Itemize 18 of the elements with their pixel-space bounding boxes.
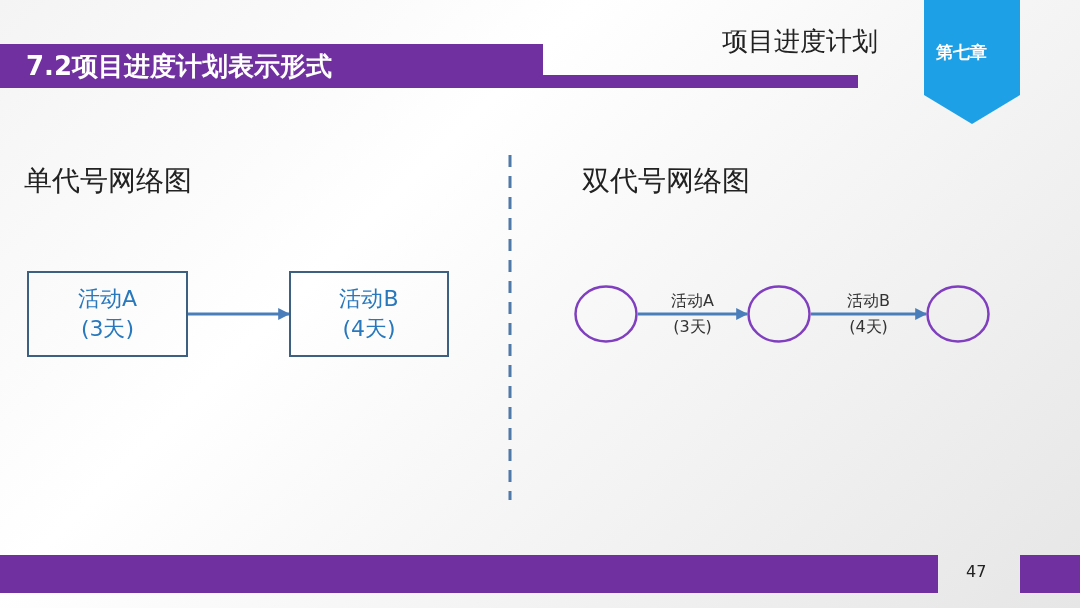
arrow (638, 308, 749, 320)
arrow (811, 308, 928, 320)
event-circle (747, 285, 811, 343)
edge-label: 活动A (3天) (670, 290, 715, 338)
activity-box (289, 271, 449, 357)
chapter-label: 第七章 (936, 42, 987, 63)
event-circle (574, 285, 638, 343)
activity-text: 活动A (3天) (76, 285, 139, 343)
activity-text: 活动B (4天) (338, 285, 400, 343)
section-heading: 单代号网络图 (24, 164, 192, 198)
page-number: 47 (966, 562, 987, 582)
arrow (188, 308, 291, 320)
header-text: 项目进度计划 (722, 26, 878, 58)
section-heading: 双代号网络图 (582, 164, 750, 198)
slide-title: 7.2项目进度计划表示形式 (26, 50, 333, 83)
event-circle (926, 285, 990, 343)
edge-label: 活动B (4天) (846, 290, 891, 338)
activity-box (27, 271, 188, 357)
